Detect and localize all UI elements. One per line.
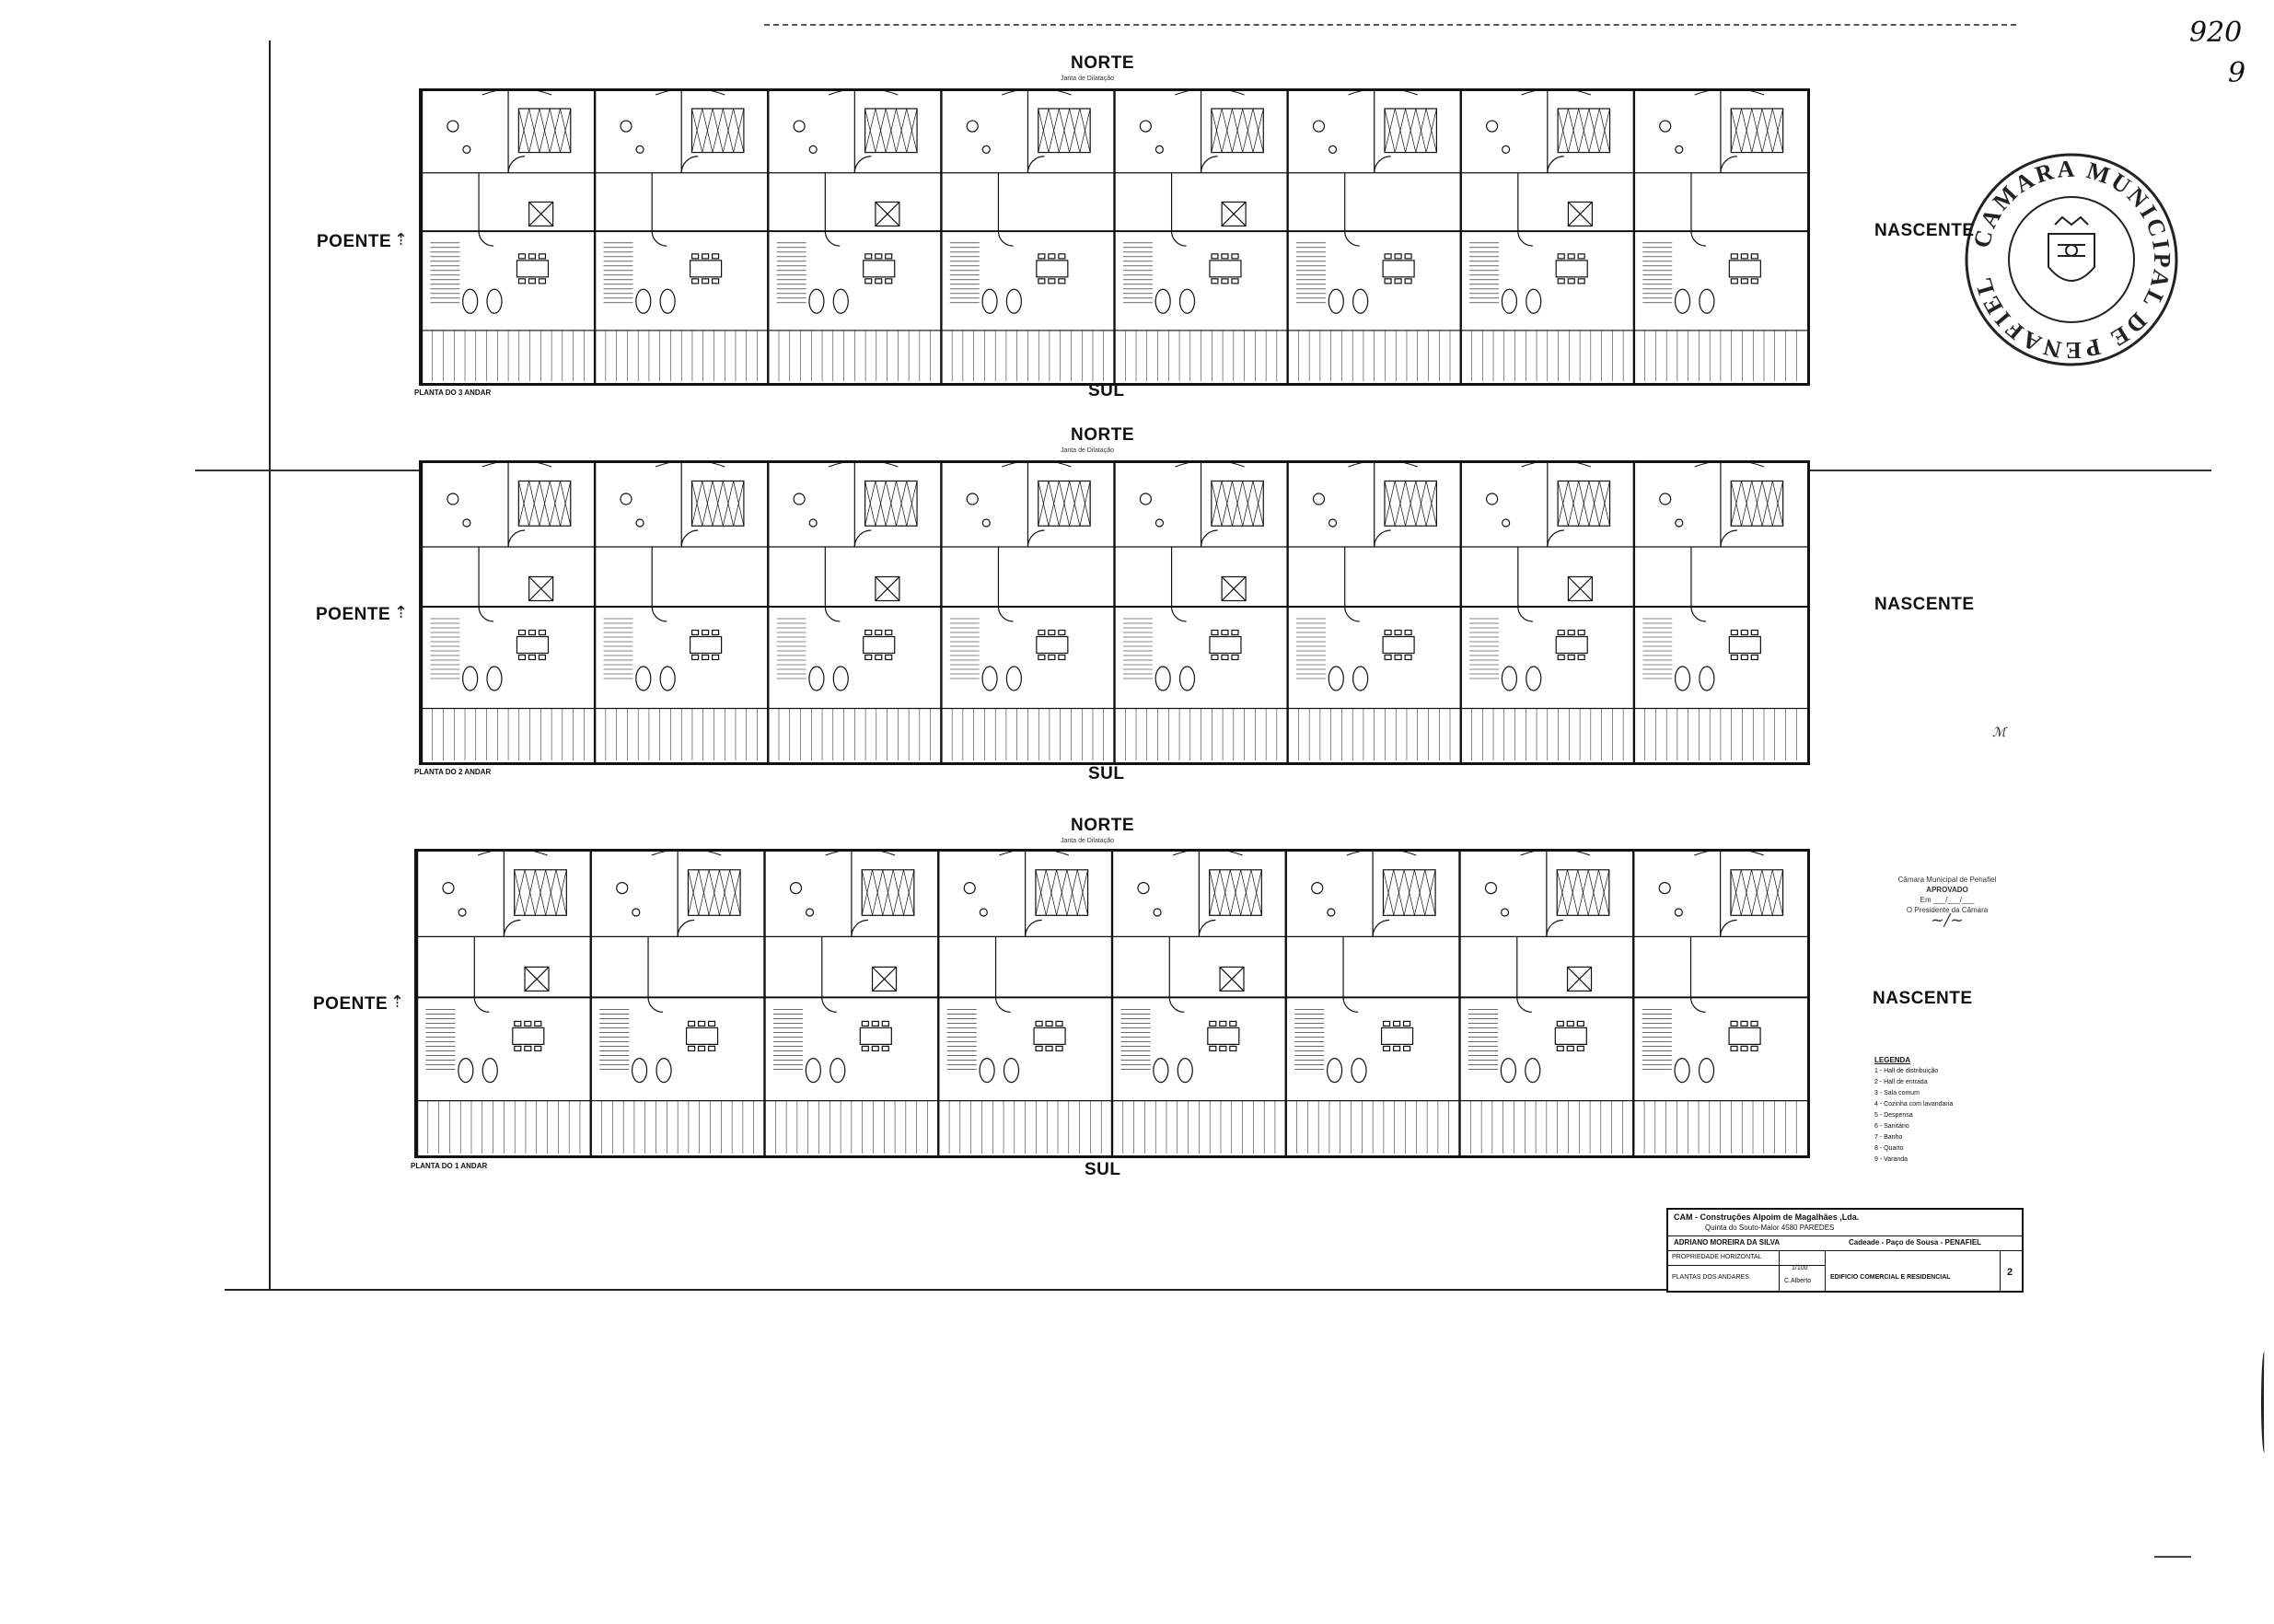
handwritten-mark: 9 [2228,57,2246,89]
legend-item: 5 - Despensa [1874,1112,1913,1119]
plan3-south-label: SUL [1085,1160,1121,1179]
plan2-drawing [419,460,1810,765]
legend-item: 8 - Quarto [1874,1145,1904,1152]
plan1-north-label: NORTE [1071,53,1134,73]
sheet-number: 920 [2189,17,2243,49]
plan1-west-arrow-icon: ⇡ [394,230,409,249]
plan3-west-label: POENTE [313,994,389,1014]
plan2-west-arrow-icon: ⇡ [394,603,409,621]
title-block: CAM - Construções Alpoim de Magalhães ,L… [1666,1208,2024,1293]
tb-sheet-ref: 2 [2007,1267,2013,1278]
seal-text: CAMARA MUNICIPAL DE PENAFIEL [1968,156,2173,364]
plan1-drawing [419,88,1810,386]
svg-text:CAMARA MUNICIPAL DE PENAFIEL: CAMARA MUNICIPAL DE PENAFIEL [1968,156,2175,364]
stamp-line-1: Câmara Municipal de Penafiel [1897,876,1997,884]
plan2-west-label: POENTE [316,605,391,624]
right-edge-mark [2261,1351,2268,1453]
plan1-title: PLANTA DO 3 ANDAR [414,389,492,397]
plan1-north-note: Janta de Dilatação [1061,75,1114,82]
tb-drawn-by: C.Alberto [1784,1278,1812,1284]
stamp-line-4: O Presidente da Câmara [1906,906,1989,914]
plan1-east-label: NASCENTE [1874,221,1975,240]
tb-owner: ADRIANO MOREIRA DA SILVA [1674,1238,1781,1247]
plan3-north-label: NORTE [1071,816,1134,835]
stamp-line-2: APROVADO [1926,886,1968,894]
legend-item: 1 - Hall de distribuição [1874,1068,1939,1074]
tb-field-1: PROPRIEDADE HORIZONTAL [1672,1254,1762,1260]
initials-mark: ℳ [1992,725,2006,740]
plan1-south-label: SUL [1088,381,1125,400]
plan3-title: PLANTA DO 1 ANDAR [411,1162,488,1170]
sheet-bottom-border [225,1289,2020,1291]
plan3-east-label: NASCENTE [1873,989,1973,1008]
plan3-drawing [414,849,1810,1158]
plan3-west-arrow-icon: ⇡ [390,992,405,1011]
legend-item: 4 - Cozinha com lavandaria [1874,1101,1954,1108]
tb-project-type: EDIFICIO COMERCIAL E RESIDENCIAL [1830,1274,1951,1281]
plan3-north-note: Janta de Dilatação [1061,838,1114,844]
plan2-north-note: Janta de Dilatação [1061,447,1114,454]
stamp-signature: ~/~ [1930,911,1965,930]
legend-item: 3 - Sala comum [1874,1090,1920,1096]
tb-company: CAM - Construções Alpoim de Magalhães ,L… [1674,1212,1860,1222]
tb-field-2: PLANTAS DOS ANDARES [1672,1274,1749,1281]
tb-location: Cadeade - Paço de Sousa - PENAFIEL [1849,1238,1982,1247]
legend-item: 2 - Hall de entrada [1874,1079,1928,1085]
sheet-top-dashes [764,24,2016,26]
tb-address: Quinta do Souto-Maior 4580 PAREDES [1705,1224,1835,1232]
legend: LEGENDA 1 - Hall de distribuição 2 - Hal… [1874,1055,1953,1166]
plan2-title: PLANTA DO 2 ANDAR [414,768,492,776]
plan1-west-label: POENTE [317,232,392,251]
approval-stamp: Câmara Municipal de Penafiel APROVADO Em… [1878,875,2016,930]
coat-of-arms-icon [2048,215,2095,282]
sheet-left-border [269,41,271,1289]
plan2-east-label: NASCENTE [1874,595,1975,614]
tb-scale: 1/100 [1792,1265,1808,1271]
legend-item: 7 - Banho [1874,1134,1903,1141]
legend-item: 6 - Sanitário [1874,1123,1909,1130]
stamp-line-3: Em ___/___/___ [1920,896,1975,904]
plan2-north-label: NORTE [1071,425,1134,445]
legend-item: 9 - Varanda [1874,1156,1909,1163]
municipal-seal: CAMARA MUNICIPAL DE PENAFIEL [1961,149,2182,370]
bottom-right-dash [2154,1556,2191,1558]
legend-title: LEGENDA [1874,1056,1911,1064]
plan2-south-label: SUL [1088,764,1125,783]
